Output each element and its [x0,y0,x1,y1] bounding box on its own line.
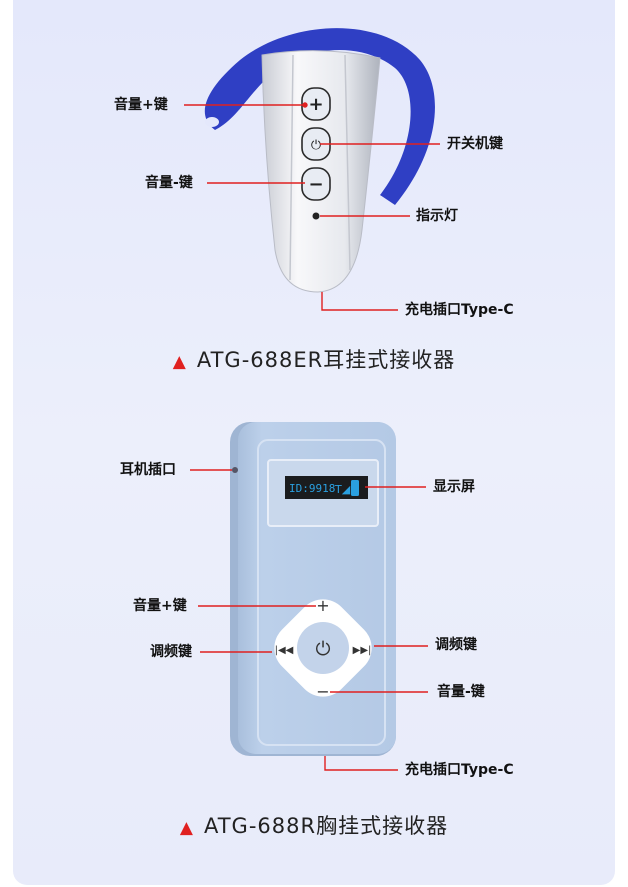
label-vol-down: 音量-键 [145,175,193,191]
label-indicator: 指示灯 [416,208,458,224]
label-tune-right: 调频键 [435,637,477,653]
label-headphone-jack: 耳机插口 [120,462,176,478]
leader-lines [184,102,440,311]
triangle-icon: ▲ [172,352,187,372]
vol-down-button [301,167,331,201]
earhook-receiver: + ⏻ − [204,28,435,293]
svg-text:⏻: ⏻ [311,138,321,153]
label-chest-vol-down: 音量-键 [437,684,485,700]
triangle-icon: ▲ [179,818,194,838]
svg-text:▶▶|: ▶▶| [353,645,372,656]
earhook-title: ▲ ATG-688ER耳挂式接收器 [0,344,628,374]
chest-title: ▲ ATG-688R胸挂式接收器 [0,810,628,840]
label-tune-left: 调频键 [150,644,192,660]
label-display: 显示屏 [433,479,475,495]
oled-screen [285,476,368,499]
label-chest-vol-up: 音量+键 [133,598,187,614]
power-button [297,622,349,674]
chest-receiver: ID:9918 T◢ ⏻ + − |◀◀ ▶▶| [230,422,396,756]
svg-text:T◢: T◢ [334,483,351,496]
svg-text:+: + [308,94,323,115]
label-charge: 充电插口Type-C [405,302,514,318]
svg-text:−: − [308,174,323,195]
svg-text:|◀◀: |◀◀ [275,645,294,656]
earhook-title-text: ATG-688ER耳挂式接收器 [196,348,456,372]
label-power: 开关机键 [447,136,503,152]
svg-text:+: + [316,596,329,615]
chest-title-text: ATG-688R胸挂式接收器 [203,814,449,838]
label-chest-charge: 充电插口Type-C [405,762,514,778]
label-vol-up: 音量+键 [114,97,168,113]
leader-lines-2 [190,469,428,771]
svg-text:−: − [316,682,329,701]
screen-id-text: ID:9918 [289,482,335,495]
svg-text:⏻: ⏻ [315,638,330,660]
vol-up-button [301,87,331,121]
indicator-light [312,212,320,220]
